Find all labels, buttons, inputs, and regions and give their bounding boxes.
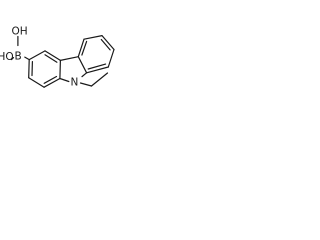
bond-b-oh-lower <box>10 56 15 61</box>
bond-c4-c5 <box>28 58 30 79</box>
bond-c1-c2 <box>59 59 62 80</box>
bond-c1-c7 <box>59 56 79 62</box>
bond-c12-c8-inner <box>87 63 107 70</box>
chemical-structure-diagram: OH B HO N <box>0 25 115 89</box>
bond-c5-b <box>24 56 30 61</box>
bond-c2-c3 <box>43 77 61 88</box>
bond-c7-c9-inner <box>81 40 88 56</box>
bond-c6-c1 <box>44 50 62 62</box>
bond-c10-c11-inner <box>100 38 111 51</box>
bond-c11-c12 <box>107 48 115 68</box>
bond-c7-c9 <box>77 38 85 58</box>
bond-n-c2 <box>59 77 70 83</box>
bond-c5-c6 <box>28 50 46 61</box>
boron-label: B <box>15 51 22 63</box>
bond-c8-n <box>81 72 88 78</box>
bond-c2-c3-inner <box>43 75 58 84</box>
bond-n-ch2 <box>79 82 93 87</box>
bond-lines <box>10 34 115 88</box>
hydroxyl-label-lower: HO <box>0 51 14 63</box>
bond-c10-c11 <box>101 34 115 51</box>
bond-c9-c10 <box>83 34 103 40</box>
hydroxyl-label-upper: OH <box>12 25 28 37</box>
bond-c6-c1-inner <box>44 54 58 63</box>
bond-c7-c8 <box>77 56 88 74</box>
bond-c12-c8 <box>85 66 109 74</box>
bond-ch2-ch3 <box>90 72 109 87</box>
bond-c3-c4 <box>28 77 45 88</box>
nitrogen-label: N <box>71 77 79 89</box>
